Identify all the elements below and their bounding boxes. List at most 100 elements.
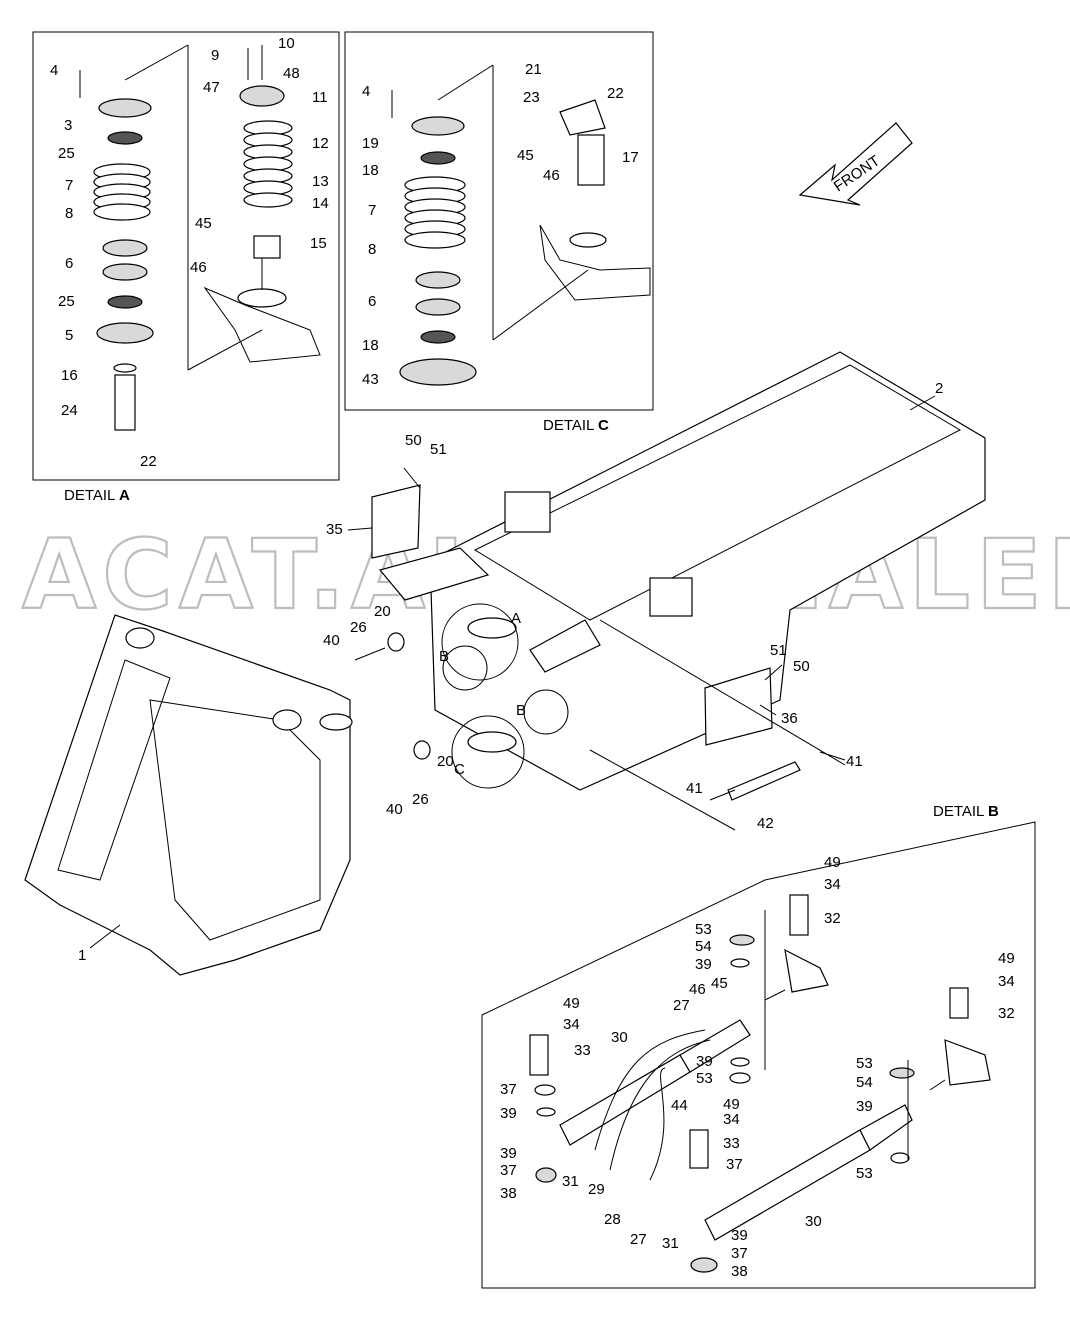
callout-main-51b: 51	[770, 642, 787, 659]
part-37-38-stack-left	[535, 1167, 557, 1183]
callout-a-47: 47	[203, 79, 220, 96]
callout-b-49d: 49	[998, 950, 1015, 967]
callout-c-21: 21	[525, 61, 542, 78]
callout-b-49b: 49	[563, 995, 580, 1012]
callout-b-33b: 33	[723, 1135, 740, 1152]
callout-b-37c: 37	[726, 1156, 743, 1173]
callout-b-53c: 53	[856, 1055, 873, 1072]
front-frame-side-plate	[57, 659, 171, 881]
callout-b-31: 31	[562, 1173, 579, 1190]
callout-b-30: 30	[611, 1029, 628, 1046]
callout-b-53d: 53	[856, 1165, 873, 1182]
callout-b-54b: 54	[856, 1074, 873, 1091]
part-18-seal	[420, 151, 456, 165]
callout-b-44: 44	[671, 1097, 688, 1114]
part-5-plate	[96, 322, 154, 344]
detail-a-panel: 4 3 25 7 8 6 25 5 16 24 22 9 10 47 48 11…	[32, 31, 340, 504]
callout-b-32b: 32	[998, 1005, 1015, 1022]
part-25-seal	[107, 131, 143, 145]
part-3-ring	[98, 98, 152, 118]
callout-c-19: 19	[362, 135, 379, 152]
callout-b-37b: 37	[500, 1162, 517, 1179]
callout-a-9: 9	[211, 47, 219, 64]
frame-section-a	[203, 286, 321, 363]
callout-a-10: 10	[278, 35, 295, 52]
part-6-bearing-lower	[102, 263, 148, 281]
callout-b-49c: 49	[723, 1096, 740, 1113]
part-28-hose	[609, 1039, 711, 1171]
callout-c-45: 45	[517, 147, 534, 164]
callout-b-28: 28	[604, 1211, 621, 1228]
part-1-front-frame	[24, 614, 351, 976]
callout-main-26: 26	[350, 619, 367, 636]
front-arrow: FRONT	[798, 122, 913, 206]
callout-c-6: 6	[368, 293, 376, 310]
part-39-washer-upper	[730, 958, 750, 968]
part-19-ring	[411, 116, 465, 136]
part-32-pin-right	[949, 987, 969, 1019]
main-leaders	[89, 395, 936, 949]
part-53-54-spacer-right	[889, 1067, 915, 1079]
callout-a-48: 48	[283, 65, 300, 82]
detail-b-caption: DETAIL B	[933, 803, 999, 820]
front-frame-eye-left	[125, 627, 155, 649]
part-25-seal-lower	[107, 295, 143, 309]
callout-main-50: 50	[405, 432, 422, 449]
callout-a-46: 46	[190, 259, 207, 276]
part-17-bracket	[559, 99, 606, 136]
cylinder-lower-rod	[859, 1104, 913, 1151]
callout-b-34b: 34	[563, 1016, 580, 1033]
callout-main-36: 36	[781, 710, 798, 727]
part-53-washer-mid	[729, 1072, 751, 1084]
callout-c-18: 18	[362, 162, 379, 179]
callout-a-22: 22	[140, 453, 157, 470]
detail-c-panel: 4 19 18 7 8 6 18 43 21 23 22 17 45 46 DE…	[344, 31, 654, 434]
front-frame-assembly	[24, 614, 353, 976]
callout-marker-b1: B	[439, 648, 449, 665]
callout-b-30b: 30	[805, 1213, 822, 1230]
detail-b-frame	[481, 821, 1036, 1289]
part-36-cover	[704, 667, 773, 746]
part-12-13-14-shims	[243, 120, 293, 208]
callout-c-17: 17	[622, 149, 639, 166]
callout-b-33: 33	[574, 1042, 591, 1059]
part-37-38-stack-center	[690, 1257, 718, 1273]
bracket-right	[944, 1039, 991, 1086]
callout-b-38: 38	[500, 1185, 517, 1202]
callout-main-2: 2	[935, 380, 943, 397]
callout-a-13: 13	[312, 173, 329, 190]
frame-section-c	[539, 224, 651, 301]
callout-main-50b: 50	[793, 658, 810, 675]
callout-b-31b: 31	[662, 1235, 679, 1252]
callout-c-43: 43	[362, 371, 379, 388]
part-33-pin-center	[689, 1129, 709, 1169]
callout-b-34c: 34	[723, 1111, 740, 1128]
part-35-cover	[371, 484, 421, 559]
callout-b-39c: 39	[696, 1053, 713, 1070]
callout-b-39f: 39	[856, 1098, 873, 1115]
callout-b-29: 29	[588, 1181, 605, 1198]
part-20-stop-lower	[413, 740, 431, 760]
callout-c-7: 7	[368, 202, 376, 219]
callout-main-41b: 41	[686, 780, 703, 797]
callout-a-4: 4	[50, 62, 58, 79]
callout-b-34d: 34	[998, 973, 1015, 990]
part-44-hose	[649, 1067, 666, 1181]
part-39-washer-mid	[730, 1057, 750, 1067]
callout-main-20: 20	[374, 603, 391, 620]
rear-frame-mount-right	[649, 577, 693, 617]
callout-b-46: 46	[689, 981, 706, 998]
part-32-pin-upper	[789, 894, 809, 936]
detail-a-caption: DETAIL A	[64, 487, 130, 504]
callout-marker-a: A	[511, 610, 521, 627]
callout-b-37d: 37	[731, 1245, 748, 1262]
callout-b-38b: 38	[731, 1263, 748, 1280]
callout-main-1: 1	[78, 947, 86, 964]
part-43-plate	[399, 358, 477, 386]
part-53-washer-right	[890, 1152, 910, 1164]
callout-b-39: 39	[695, 956, 712, 973]
callout-marker-c: C	[454, 761, 465, 778]
part-6-bearing-c-upper	[415, 271, 461, 289]
part-37-washer-left	[534, 1084, 556, 1096]
callout-b-39e: 39	[731, 1227, 748, 1244]
